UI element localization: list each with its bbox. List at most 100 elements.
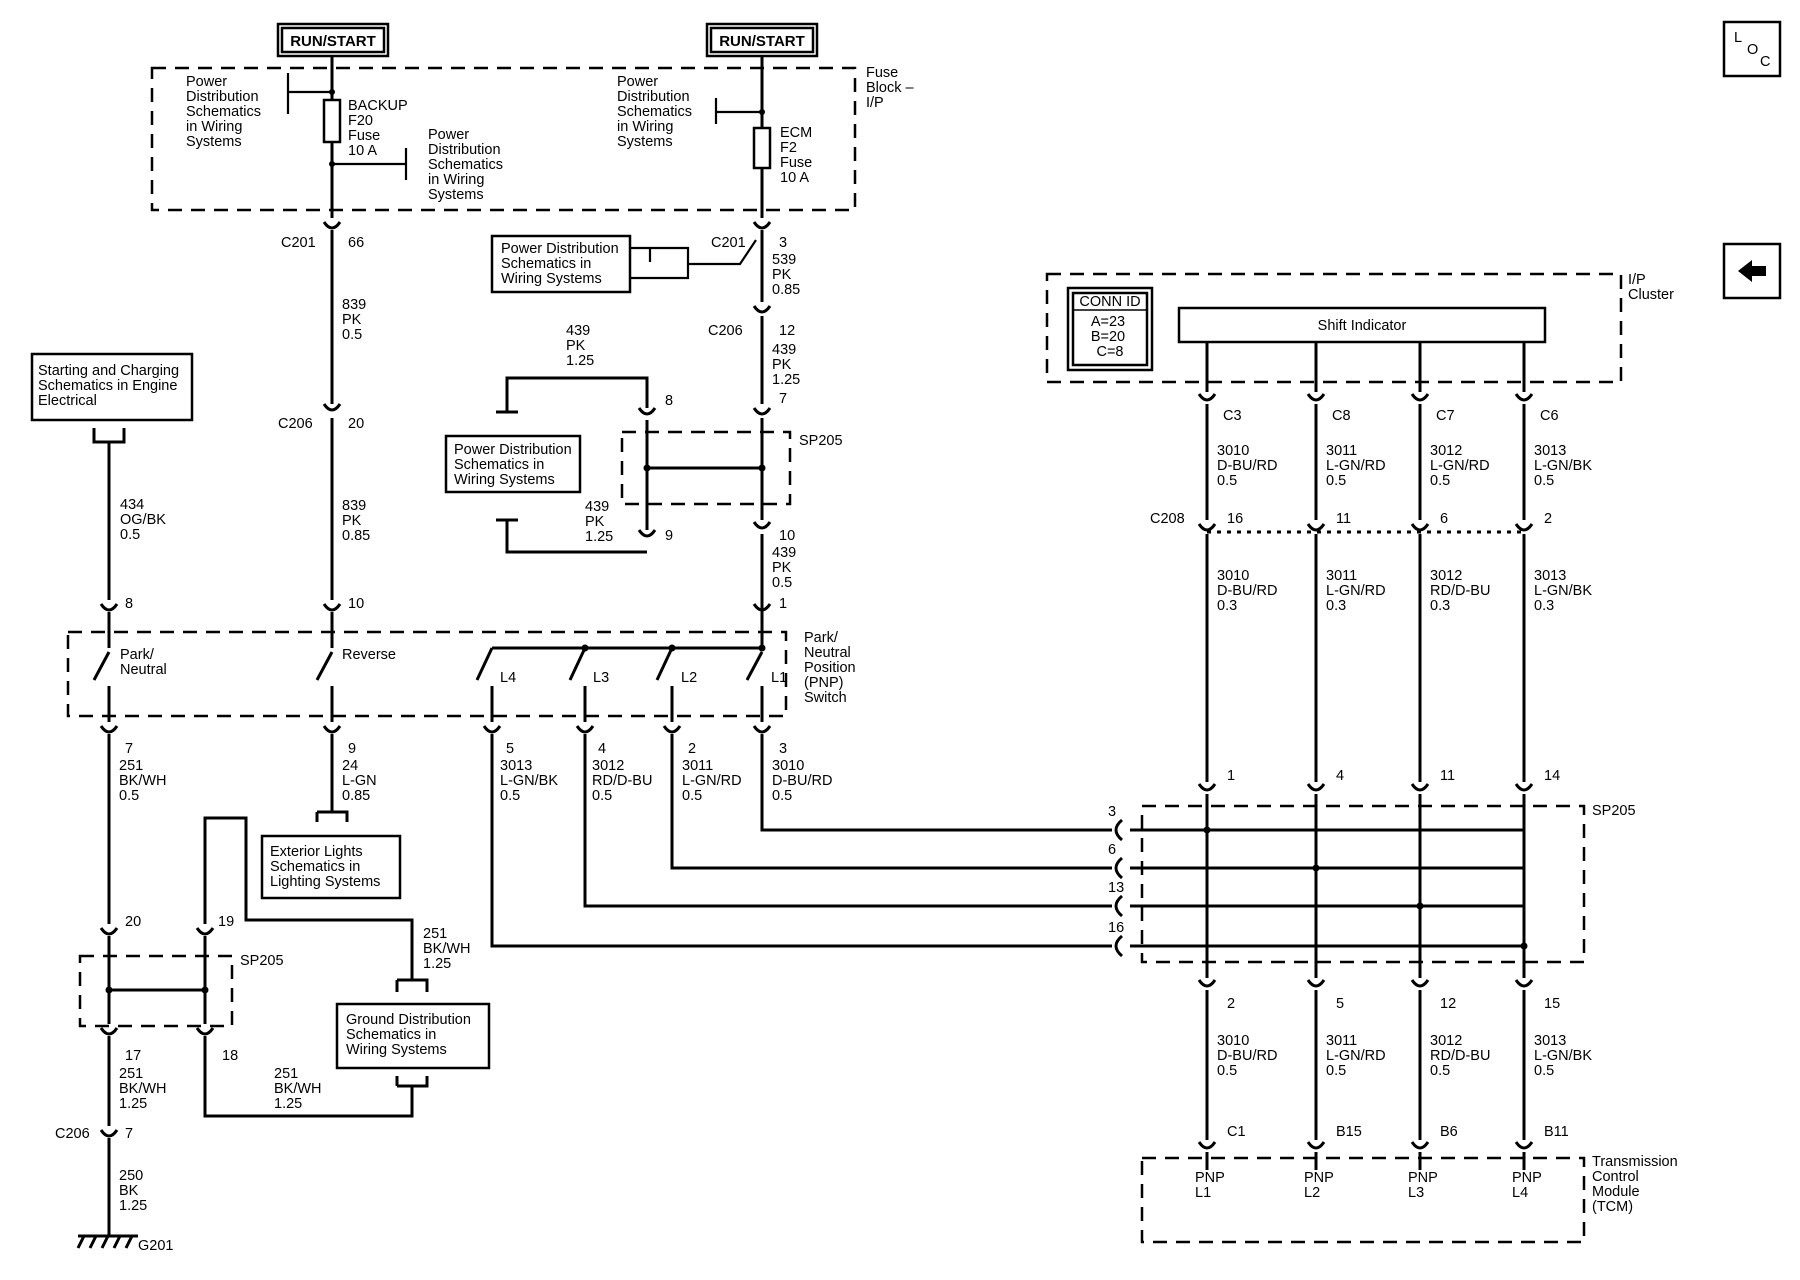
wire-251-ground	[203, 816, 414, 1118]
column-pin-arcs	[1306, 393, 1326, 1150]
run-start-right-label: RUN/START	[719, 33, 805, 50]
sp205-left-pin-arc	[1114, 856, 1124, 880]
l1-label: L1	[771, 670, 787, 686]
wire-251-a-label: 251 BK/WH 0.5	[119, 758, 171, 804]
ground-distribution-box	[335, 1002, 491, 1070]
park-neutral-label: Park/ Neutral	[120, 647, 167, 678]
svg-text:5: 5	[506, 741, 514, 757]
wire-251-d-label: 251 BK/WH 1.25	[274, 1066, 326, 1112]
svg-text:C: C	[1760, 54, 1770, 70]
sp205-left-pin-arc	[1114, 934, 1124, 958]
run-start-right-box: RUN/START	[705, 22, 819, 58]
svg-text:18: 18	[222, 1048, 238, 1064]
wire-439-loop	[505, 376, 649, 554]
svg-text:O: O	[1747, 42, 1758, 58]
sp205-bottom-pin-label: 5	[1336, 996, 1344, 1012]
wire-3013-pnp-label: 3013 L-GN/BK 0.5	[500, 758, 562, 804]
svg-text:1: 1	[779, 596, 787, 612]
sp205-top-pin-label: 14	[1544, 768, 1560, 784]
wire-839-b-label: 839 PK 0.85	[342, 498, 370, 544]
back-arrow-icon[interactable]	[1722, 242, 1782, 300]
sp205-left-pin-label: 16	[1108, 920, 1124, 936]
pds-sp205-box	[444, 434, 582, 494]
conn-id-title: CONN ID	[1079, 294, 1140, 310]
svg-text:20: 20	[125, 914, 141, 930]
sp205-left-label: SP205	[240, 953, 284, 969]
sp205-bottom-pin-label: 2	[1227, 996, 1235, 1012]
pds-left-top: Power Distribution Schematics in Wiring …	[186, 74, 265, 150]
sp205-left-pin-label: 6	[1108, 842, 1116, 858]
l1-switch	[745, 612, 764, 722]
pds-left-mid: Power Distribution Schematics in Wiring …	[428, 127, 507, 203]
cluster-pin-label: C3	[1223, 408, 1242, 424]
run-start-left-label: RUN/START	[290, 33, 376, 50]
ecm-fuse-symbol	[752, 126, 772, 170]
svg-text:17: 17	[125, 1048, 141, 1064]
pnp-switch-outline	[66, 630, 788, 718]
backup-pds-leaders	[286, 73, 408, 180]
pds-sp205-brackets	[496, 410, 518, 522]
wire-24	[315, 734, 349, 822]
svg-text:66: 66	[348, 235, 364, 251]
sp205-splice-dot	[1312, 864, 1320, 872]
loc-icon[interactable]: L O C	[1722, 20, 1782, 78]
svg-text:3: 3	[779, 741, 787, 757]
cluster-pin-label: C6	[1540, 408, 1559, 424]
c208-pin-label: 6	[1440, 511, 1448, 527]
wire-539-label: 539 PK 0.85	[772, 252, 800, 298]
conn-id-values: A=23 B=20 C=8	[1091, 314, 1129, 360]
ground-distribution-text: Ground Distribution Schematics in Wiring…	[346, 1012, 475, 1058]
ecm-pds-leader	[714, 98, 762, 124]
wire-439-b-label: 439 PK 1.25	[566, 323, 594, 369]
shift-indicator-box	[1177, 306, 1547, 344]
pnp-switch-title: Park/ Neutral Position (PNP) Switch	[804, 630, 860, 706]
pds-right-top: Power Distribution Schematics in Wiring …	[617, 74, 696, 150]
reverse-switch	[315, 612, 334, 722]
ground-g201-symbol: G201	[76, 1234, 173, 1254]
sp205-left-pin-arc	[1114, 894, 1124, 918]
sp205-upper-label: SP205	[799, 433, 843, 449]
sp205-pin-7	[752, 407, 772, 416]
svg-text:19: 19	[218, 914, 234, 930]
column-pin-arcs	[1410, 393, 1430, 1150]
wire-434-label: 434 OG/BK 0.5	[120, 497, 170, 543]
pds-c201-leader	[630, 239, 757, 280]
c208-pin-label: 11	[1336, 511, 1351, 527]
sp205-left-pin-label: 13	[1108, 880, 1124, 896]
l3-label: L3	[593, 670, 609, 686]
sp205-top-pin-label: 11	[1440, 768, 1455, 784]
backup-fuse-label: BACKUP F20 Fuse 10 A	[348, 98, 411, 159]
svg-text:9: 9	[348, 741, 356, 757]
wire-3010-pnp-label: 3010 D-BU/RD 0.5	[772, 758, 836, 804]
sp205-splice-dot	[1520, 942, 1528, 950]
c208-pin-label: 16	[1227, 511, 1243, 527]
svg-text:C201: C201	[281, 235, 316, 251]
park-neutral-switch	[92, 612, 111, 722]
ip-cluster-label: I/P Cluster	[1628, 272, 1674, 303]
ecm-fuse-label: ECM F2 Fuse 10 A	[780, 125, 816, 186]
tcm-pin-label: B11	[1544, 1124, 1569, 1140]
svg-text:3: 3	[779, 235, 787, 251]
l2-label: L2	[681, 670, 697, 686]
tcm-pin-label: C1	[1227, 1124, 1246, 1140]
ground-box-brackets	[395, 978, 429, 1088]
svg-text:4: 4	[598, 741, 606, 757]
sp205-pin-10	[752, 521, 772, 530]
svg-text:7: 7	[779, 391, 787, 407]
svg-text:12: 12	[779, 323, 795, 339]
wire-250-label: 250 BK 1.25	[119, 1168, 147, 1214]
wire-251-c-label: 251 BK/WH 1.25	[119, 1066, 171, 1112]
pnp-bottom-pins: 7 9 5 4 2 3	[99, 725, 787, 757]
column-pin-arcs	[1197, 393, 1217, 1150]
